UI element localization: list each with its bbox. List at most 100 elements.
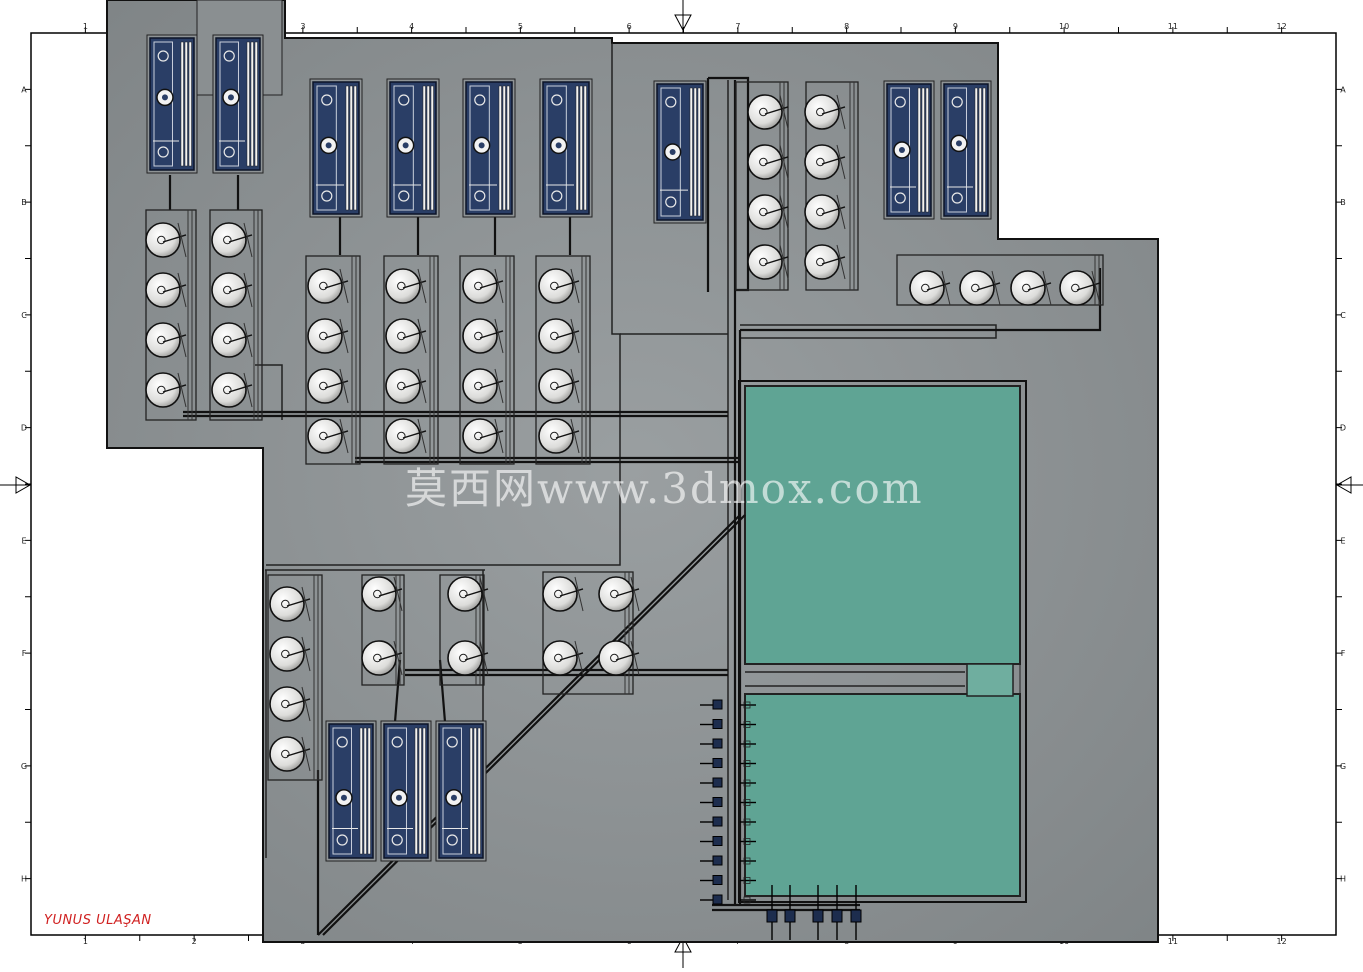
row-label: C (1340, 311, 1346, 320)
pressure-vessel (145, 322, 187, 358)
pump (812, 885, 824, 940)
pump (700, 777, 756, 788)
pressure-vessel (804, 94, 846, 130)
row-label: F (22, 649, 27, 658)
pressure-vessel (269, 636, 311, 672)
pump (700, 855, 756, 866)
column-label: 1 (83, 22, 88, 31)
pump (850, 885, 862, 940)
pool-upper (744, 385, 1021, 665)
pressure-vessel (538, 418, 580, 454)
pressure-vessel (361, 576, 403, 612)
pump (700, 797, 756, 807)
pressure-vessel (145, 222, 187, 258)
pressure-vessel (269, 586, 311, 622)
pressure-vessel (307, 418, 349, 454)
pump (700, 738, 756, 749)
pressure-vessel (909, 270, 951, 306)
filter-skid (386, 78, 440, 218)
column-label: 11 (1168, 22, 1178, 31)
pressure-vessel (145, 372, 187, 408)
filter-skid-group (146, 34, 992, 862)
pressure-vessel (462, 418, 504, 454)
pressure-vessel (307, 368, 349, 404)
row-label: A (21, 85, 27, 94)
column-label: 3 (300, 22, 305, 31)
pressure-vessel (307, 318, 349, 354)
pressure-vessel (211, 322, 253, 358)
process-pools (738, 380, 1027, 903)
filter-skid (309, 78, 363, 218)
pressure-vessel-group (145, 81, 1104, 781)
pressure-vessel (385, 268, 427, 304)
pump (700, 836, 756, 846)
pressure-vessel (447, 640, 489, 676)
pressure-vessel (307, 268, 349, 304)
row-label: E (21, 536, 26, 545)
pump (700, 875, 756, 885)
pressure-vessel (462, 318, 504, 354)
pressure-vessel (959, 270, 1001, 306)
pool-channel (966, 663, 1014, 697)
vessel-frame (209, 209, 263, 421)
vessel-frame (383, 255, 439, 465)
column-label: 8 (844, 22, 849, 31)
pump (766, 885, 778, 940)
vessel-frame (267, 574, 323, 781)
vessel-frame (805, 81, 859, 291)
pressure-vessel (538, 268, 580, 304)
column-label: 11 (1168, 937, 1178, 946)
pressure-vessel (211, 272, 253, 308)
pressure-vessel (361, 640, 403, 676)
pressure-vessel (747, 144, 789, 180)
column-label: 12 (1277, 937, 1287, 946)
column-label: 10 (1059, 22, 1069, 31)
column-label: 4 (409, 22, 414, 31)
author-stamp: YUNUS ULAŞAN (44, 913, 152, 928)
pressure-vessel (538, 318, 580, 354)
column-label: 9 (953, 22, 958, 31)
filter-skid (212, 34, 264, 174)
filter-skid (462, 78, 516, 218)
row-label: G (1340, 762, 1346, 771)
filter-skid (940, 80, 992, 220)
filter-skid (883, 80, 935, 220)
row-label: G (21, 762, 27, 771)
row-label: H (21, 875, 27, 884)
pressure-vessel (385, 318, 427, 354)
pressure-vessel (269, 736, 311, 772)
pressure-vessel (804, 144, 846, 180)
row-label: H (1340, 875, 1346, 884)
row-label: F (1341, 649, 1346, 658)
column-label: 2 (192, 937, 197, 946)
pressure-vessel (462, 268, 504, 304)
vessel-frame (535, 255, 591, 465)
filter-skid (435, 720, 487, 862)
pressure-vessel (462, 368, 504, 404)
pressure-vessel (542, 640, 584, 676)
column-label: 6 (627, 22, 632, 31)
pressure-vessel (211, 222, 253, 258)
vessel-frame (305, 255, 361, 465)
row-label: E (1340, 536, 1345, 545)
pressure-vessel (538, 368, 580, 404)
filter-skid (380, 720, 432, 862)
filter-skid (539, 78, 593, 218)
filter-skid (146, 34, 198, 174)
pump (700, 816, 756, 827)
pump (700, 719, 756, 729)
pool-lower (744, 693, 1021, 897)
pump (784, 885, 796, 940)
row-label: D (21, 424, 27, 433)
partitions (255, 43, 997, 900)
pump (700, 758, 756, 768)
column-label: 5 (518, 22, 523, 31)
column-label: 7 (735, 22, 740, 31)
pressure-vessel (211, 372, 253, 408)
pressure-vessel (542, 576, 584, 612)
row-label: D (1340, 424, 1346, 433)
column-label: 12 (1277, 22, 1287, 31)
pump (831, 885, 843, 940)
